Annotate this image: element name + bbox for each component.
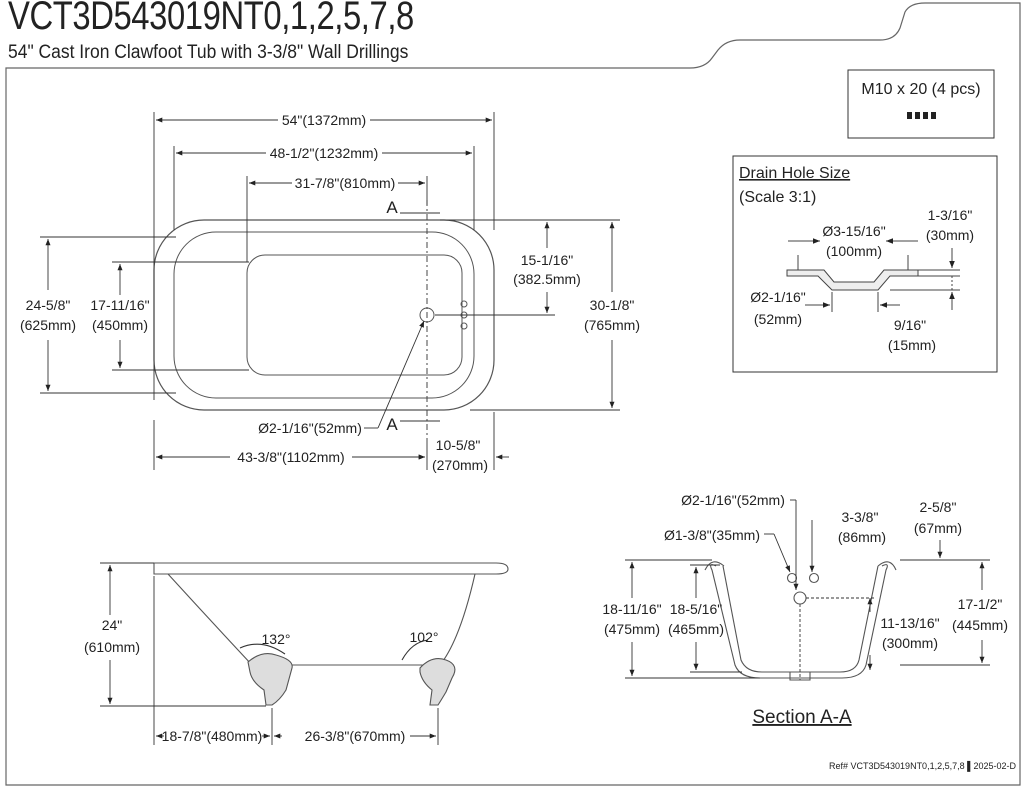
dim-foot-offset: 18-7/8"(480mm) xyxy=(162,728,263,744)
dim-inner-height-mm: (465mm) xyxy=(668,621,724,637)
product-description: 54" Cast Iron Clawfoot Tub with 3-3/8" W… xyxy=(8,42,409,63)
dim-spacing-in: 3-3/8" xyxy=(842,509,879,525)
dim-inner-height-in: 18-5/16" xyxy=(670,601,722,617)
hardware-label: M10 x 20 (4 pcs) xyxy=(861,81,980,98)
dim-drain-offset-in: 15-1/16" xyxy=(521,252,573,268)
reference-footer: Ref# VCT3D543019NT0,1,2,5,7,8 ▌2025-02-D xyxy=(829,760,1016,772)
tub-rim xyxy=(153,562,509,575)
dim-angle-left: 132° xyxy=(262,631,291,647)
dim-length-inner: 48-1/2"(1232mm) xyxy=(270,145,378,161)
dim-drain-from-right-mm: (270mm) xyxy=(432,457,488,473)
drain-hole-dia-mm: (52mm) xyxy=(754,311,802,327)
dim-height-mm: (610mm) xyxy=(84,639,140,655)
dim-faucet-dia: Ø1-3/8"(35mm) xyxy=(664,527,760,543)
dim-width-overall-in: 24-5/8" xyxy=(26,297,71,313)
dim-water-depth-mm: (445mm) xyxy=(952,617,1008,633)
dim-overflow-height-mm: (300mm) xyxy=(882,635,938,651)
dim-overflow-dia: Ø2-1/16"(52mm) xyxy=(681,492,785,508)
dim-drain-from-left: 43-3/8"(1102mm) xyxy=(237,449,344,465)
top-view-dims xyxy=(40,112,620,470)
dim-overflow-height-in: 11-13/16" xyxy=(880,615,939,631)
drain-outer-dia-mm: (100mm) xyxy=(826,243,882,259)
dim-outer-height-mm: (475mm) xyxy=(604,621,660,637)
drain-outer-dia-in: Ø3-15/16" xyxy=(822,223,885,239)
drain-flange-shape xyxy=(786,269,919,291)
tub-body xyxy=(167,573,476,666)
faucet-hole-1 xyxy=(786,572,798,584)
bolt-icons xyxy=(907,112,936,119)
dim-angle-right: 102° xyxy=(410,629,439,645)
dim-rim-mm: (67mm) xyxy=(914,520,962,536)
model-title: VCT3D543019NT0,1,2,5,7,8 xyxy=(8,0,414,38)
dim-length-floor: 31-7/8"(810mm) xyxy=(295,175,396,191)
dim-width-inner-in: 17-11/16" xyxy=(90,297,149,313)
hardware-box: M10 x 20 (4 pcs) xyxy=(847,69,995,139)
drain-detail-box: Drain Hole Size (Scale 3:1) Ø3-15/16" (1… xyxy=(732,155,998,373)
section-labels: Ø2-1/16"(52mm) Ø1-3/8"(35mm) 3-3/8" (86m… xyxy=(602,492,1008,728)
dim-spacing-mm: (86mm) xyxy=(838,529,886,545)
dim-width-outer-mm: (765mm) xyxy=(584,317,640,333)
side-view xyxy=(153,562,509,706)
top-view xyxy=(153,200,495,440)
drain-hole-dia-in: Ø2-1/16" xyxy=(750,289,806,305)
section-wall-inner xyxy=(722,565,879,673)
section-wall-outer xyxy=(710,564,888,679)
section-label: Section A-A xyxy=(752,707,852,728)
dim-width-inner-mm: (450mm) xyxy=(92,317,148,333)
section-mark-top: A xyxy=(386,198,398,217)
foot-right xyxy=(419,658,456,706)
drain-flange-in: 1-3/16" xyxy=(928,207,973,223)
side-view-dims xyxy=(100,562,439,745)
faucet-hole-2 xyxy=(808,572,820,584)
dim-rim-in: 2-5/8" xyxy=(920,499,957,515)
drain-detail-title: Drain Hole Size xyxy=(739,165,850,182)
overflow-hole-3 xyxy=(460,322,468,330)
dim-width-outer-in: 30-1/8" xyxy=(590,297,635,313)
dim-height-in: 24" xyxy=(102,617,123,633)
dim-drain-diameter: Ø2-1/16"(52mm) xyxy=(258,420,362,436)
overflow-hole xyxy=(793,591,807,605)
overflow-hole-1 xyxy=(460,300,468,308)
side-view-labels: 24" (610mm) 132° 102° 18-7/8"(480mm) 26-… xyxy=(84,617,438,744)
dim-width-overall-mm: (625mm) xyxy=(20,317,76,333)
section-view xyxy=(704,561,897,681)
dim-outer-height-in: 18-11/16" xyxy=(602,601,661,617)
dim-drain-from-right-in: 10-5/8" xyxy=(436,437,481,453)
drain-flange-mm: (30mm) xyxy=(926,227,974,243)
sheet-border xyxy=(5,2,1021,786)
dim-water-depth-in: 17-1/2" xyxy=(958,596,1003,612)
drain-thick-in: 9/16" xyxy=(894,317,926,333)
dim-foot-span: 26-3/8"(670mm) xyxy=(305,728,406,744)
section-mark-bottom: A xyxy=(386,415,398,434)
dim-drain-offset-mm: (382.5mm) xyxy=(513,271,581,287)
drain-detail-scale: (Scale 3:1) xyxy=(739,189,816,206)
foot-left xyxy=(247,653,293,706)
top-view-labels: 54"(1372mm) 48-1/2"(1232mm) 31-7/8"(810m… xyxy=(20,112,640,473)
dim-length-overall: 54"(1372mm) xyxy=(282,112,366,128)
drain-thick-mm: (15mm) xyxy=(888,337,936,353)
section-dims xyxy=(625,499,990,680)
